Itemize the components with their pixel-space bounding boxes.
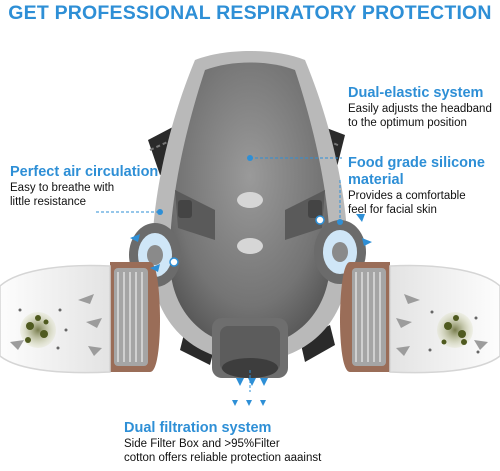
callout-desc-line: little resistance (10, 196, 87, 208)
callout-title: Dual-elastic system (348, 85, 484, 101)
airflow-arrow-icon (10, 294, 102, 356)
callout-silicone: Food grade silicone material Provides a … (348, 155, 485, 217)
vent-slot-icon (237, 238, 263, 254)
pointer-dot-icon (157, 155, 343, 225)
callout-air-circulation: Perfect air circulation Easy to breathe … (10, 164, 158, 209)
exhalation-valve (212, 318, 288, 378)
left-filter-cartridge (0, 262, 160, 374)
callout-desc-line: Provides a comfortable (348, 190, 466, 202)
callout-desc-line: cotton offers reliable protection aaains… (124, 452, 322, 464)
callout-desc-line: feel for facial skin (348, 204, 437, 216)
headline: GET PROFESSIONAL RESPIRATORY PROTECTION (8, 2, 492, 24)
callout-title: Perfect air circulation (10, 164, 159, 180)
pointer-dot-icon (169, 215, 325, 267)
callout-filtration: Dual filtration system Side Filter Box a… (124, 420, 321, 465)
vent-slot-icon (237, 192, 263, 208)
airflow-arrow-icon (396, 294, 488, 356)
callout-title: Food grade silicone (348, 155, 485, 171)
dust-particle-icon (18, 308, 68, 350)
callout-desc-line: Easily adjusts the headband (348, 103, 492, 115)
leader-lines (96, 157, 342, 392)
callout-dual-elastic: Dual-elastic system Easily adjusts the h… (348, 85, 492, 130)
callout-title: Dual filtration system (124, 420, 272, 436)
callout-desc-line: Side Filter Box and >95%Filter (124, 438, 280, 450)
callout-desc-line: Easy to breathe with (10, 182, 115, 194)
dust-particle-icon (428, 310, 480, 354)
callout-desc-line: to the optimum position (348, 117, 467, 129)
callout-title: material (348, 172, 404, 188)
